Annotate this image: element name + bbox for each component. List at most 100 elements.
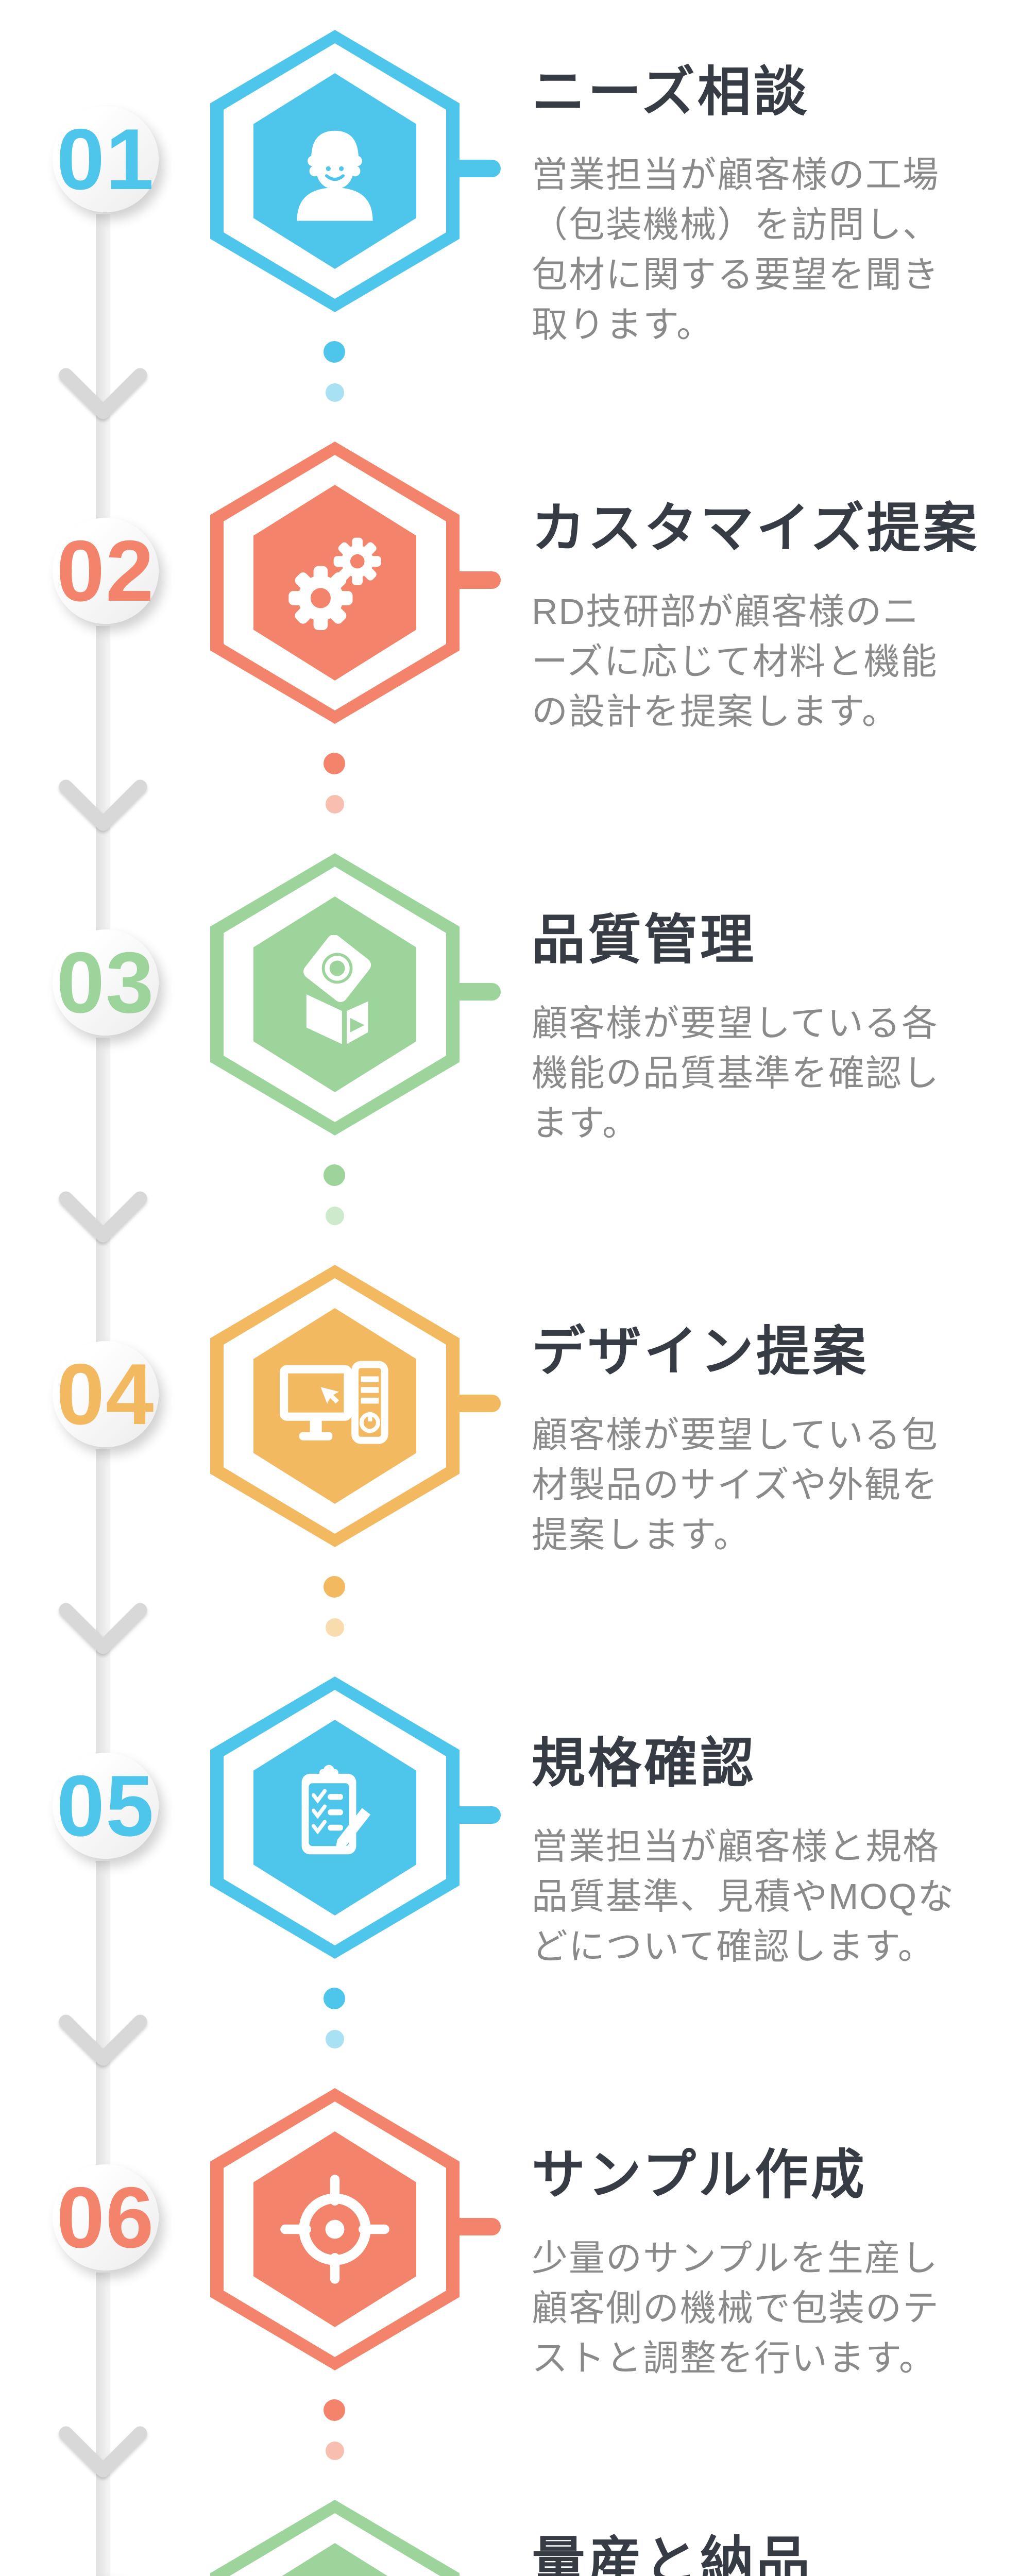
inspection-machine-icon [303, 935, 371, 1044]
separator-dot [324, 341, 345, 363]
step-text-column: デザイン提案 顧客様が要望している包材製品のサイズや外観を提案します。 [532, 1235, 1011, 1647]
target-icon [280, 2175, 389, 2284]
description-line: 顧客様が要望している包 [532, 1414, 939, 1455]
step-number-badge: 06 [53, 2164, 159, 2270]
separator-dot-light [326, 383, 344, 402]
hexagon-ring [210, 1676, 460, 1959]
step-hexagon [210, 2500, 460, 2576]
hexagon-gap [224, 2102, 446, 2357]
step-title: 品質管理 [532, 910, 757, 971]
step-number-badge: 05 [53, 1753, 159, 1859]
step-number-badge: 01 [53, 106, 159, 212]
description-line: どについて確認します。 [532, 1926, 935, 1967]
step-text-column: カスタマイズ提案 RD技研部が顧客様のニーズに応じて材料と機能の設計を提案します… [532, 412, 1011, 823]
hexagon-ring [210, 2500, 460, 2576]
step-text-column: 品質管理 顧客様が要望している各機能の品質基準を確認します。 [532, 823, 1011, 1235]
description-line: 営業担当が顧客様と規格 [532, 1826, 940, 1867]
step-number: 01 [56, 111, 155, 208]
step-number: 03 [56, 934, 155, 1031]
step-number: 04 [56, 1346, 155, 1443]
separator-dot [324, 1988, 345, 2009]
description-line: 包材に関する要望を聞き [532, 255, 940, 295]
step-hexagon [210, 1265, 460, 1547]
step-hexagon [210, 2088, 460, 2370]
separator-dot-light [326, 2030, 344, 2048]
separator-dot-light [326, 1618, 344, 1637]
hexagon-ring [210, 1265, 460, 1547]
hexagon-ring [210, 853, 460, 1136]
description-line: 材製品のサイズや外観を [532, 1464, 939, 1505]
step-text-column: 量産と納品 テストが成功したら、オーダー通りに量産を開始し、顧客様が指定する時間… [532, 2470, 1011, 2576]
computer-icon [280, 1361, 388, 1444]
step-description: 顧客様が要望している各機能の品質基準を確認します。 [532, 998, 1011, 1148]
process-step-section-01: 01 [0, 0, 1020, 519]
description-line: 顧客様が要望している各 [532, 1003, 939, 1043]
hexagon-gap [224, 1690, 446, 1945]
timeline-line [96, 214, 110, 519]
step-title: デザイン提案 [532, 1322, 869, 1382]
process-step-section-03: 03 [0, 823, 1020, 1342]
separator-dot-light [326, 1207, 344, 1225]
hexagon-core [253, 1308, 416, 1504]
step-title: カスタマイズ提案 [532, 499, 979, 559]
step-number-badge: 03 [53, 929, 159, 1036]
step-text-column: 規格確認 営業担当が顧客様と規格品質基準、見積やMOQなどについて確認します。 [532, 1647, 1011, 2058]
step-number: 02 [56, 522, 155, 619]
step-title: ニーズ相談 [532, 62, 810, 122]
description-line: 顧客側の機械で包装のテ [532, 2287, 940, 2328]
separator-dot [324, 1576, 345, 1598]
step-hexagon [210, 442, 460, 724]
connector-line [455, 1806, 501, 1824]
timeline-line [96, 1449, 110, 1754]
hexagon-gap [224, 2513, 446, 2576]
arrow-down-icon [59, 368, 147, 419]
description-line: 営業担当が顧客様の工場 [532, 155, 940, 195]
description-line: （包装機械）を訪問し、 [532, 205, 940, 245]
description-line: 提案します。 [532, 1514, 751, 1555]
timeline-line [96, 626, 110, 930]
step-hexagon [210, 1676, 460, 1959]
separator-dot [324, 1164, 345, 1186]
step-hexagon [210, 30, 460, 312]
hexagon-gap [224, 1278, 446, 1534]
gears-icon [288, 537, 381, 630]
timeline-line [96, 1861, 110, 2165]
process-step-section-02: 02 [0, 412, 1020, 930]
hexagon-gap [224, 43, 446, 299]
arrow-down-icon [59, 779, 147, 831]
process-step-section-04: 04 [0, 1235, 1020, 1754]
description-line: ストと調整を行います。 [532, 2337, 936, 2378]
arrow-down-icon [59, 1603, 147, 1654]
connector-line [455, 1395, 501, 1412]
worker-icon [297, 130, 373, 221]
step-number-badge: 04 [53, 1341, 159, 1447]
process-step-section-07: 07 [0, 2470, 1020, 2576]
step-description: 少量のサンプルを生産し顧客側の機械で包装のテストと調整を行います。 [532, 2233, 1011, 2383]
step-description: 営業担当が顧客様と規格品質基準、見積やMOQなどについて確認します。 [532, 1822, 1011, 1972]
connector-line [455, 2218, 501, 2235]
step-text-column: サンプル作成 少量のサンプルを生産し顧客側の機械で包装のテストと調整を行います。 [532, 2058, 1011, 2470]
step-number-badge: 02 [53, 518, 159, 624]
description-line: 少量のサンプルを生産し [532, 2238, 939, 2278]
step-title: 量産と納品 [532, 2532, 813, 2576]
step-text-column: ニーズ相談 営業担当が顧客様の工場 （包装機械）を訪問し、包材に関する要望を聞き取… [532, 0, 1011, 412]
description-line: 取ります。 [532, 304, 713, 345]
step-title: 規格確認 [532, 1734, 757, 1794]
hexagon-gap [224, 867, 446, 1122]
hexagon-ring [210, 30, 460, 312]
step-description: 顧客様が要望している包材製品のサイズや外観を提案します。 [532, 1410, 1011, 1560]
hexagon-core [253, 2131, 416, 2327]
clipboard-icon [301, 1765, 371, 1855]
hexagon-core [253, 73, 416, 269]
description-line: 機能の品質基準を確認し [532, 1053, 940, 1093]
step-number: 05 [56, 1757, 155, 1854]
hexagon-ring [210, 442, 460, 724]
arrow-down-icon [59, 2014, 147, 2066]
description-line: 品質基準、見積やMOQな [532, 1876, 955, 1917]
hexagon-core [253, 485, 416, 681]
description-line: ーズに応じて材料と機能 [532, 641, 938, 682]
description-line: ます。 [532, 1103, 639, 1143]
process-step-section-05: 05 [0, 1647, 1020, 2165]
description-line: の設計を提案します。 [532, 691, 899, 732]
